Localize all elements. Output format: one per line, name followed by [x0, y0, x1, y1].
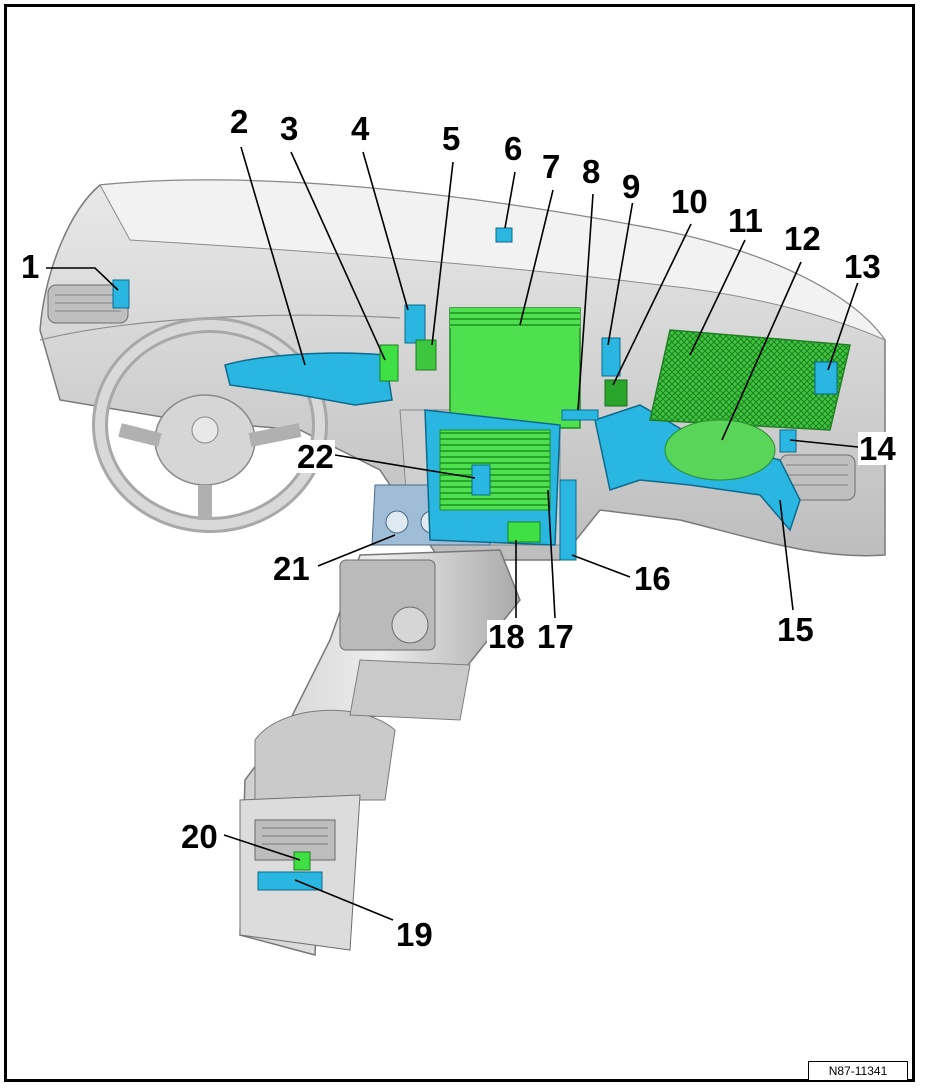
- callout-3: 3: [279, 110, 300, 147]
- heater-core-housing: [449, 307, 581, 429]
- callout-7: 7: [541, 148, 562, 185]
- callout-13: 13: [843, 248, 882, 285]
- steering-wheel: [92, 317, 328, 533]
- callout-11: 11: [727, 202, 764, 239]
- air-duct-left: [224, 352, 393, 406]
- callout-8: 8: [581, 153, 602, 190]
- callout-1: 1: [20, 248, 41, 285]
- callout-6: 6: [503, 130, 524, 167]
- figure-reference-label: N87-11341: [808, 1061, 908, 1081]
- small-components: [112, 227, 838, 891]
- callout-16: 16: [633, 560, 672, 597]
- leader-lines: [46, 146, 859, 921]
- callout-22: 22: [296, 438, 335, 475]
- dust-pollen-filter: [649, 329, 851, 431]
- evaporator-housing: [424, 409, 561, 546]
- callout-19: 19: [395, 916, 434, 953]
- callout-20: 20: [180, 818, 219, 855]
- callout-5: 5: [441, 120, 462, 157]
- callout-14: 14: [858, 430, 897, 467]
- center-console: [239, 549, 521, 956]
- callout-12: 12: [783, 220, 822, 257]
- callout-2: 2: [229, 103, 250, 140]
- callout-4: 4: [350, 110, 371, 147]
- callout-21: 21: [272, 550, 311, 587]
- callout-18: 18: [487, 618, 526, 655]
- callout-15: 15: [776, 611, 815, 648]
- fresh-air-blower: [664, 419, 776, 481]
- callout-9: 9: [621, 168, 642, 205]
- callout-17: 17: [536, 618, 575, 655]
- callout-10: 10: [670, 183, 709, 220]
